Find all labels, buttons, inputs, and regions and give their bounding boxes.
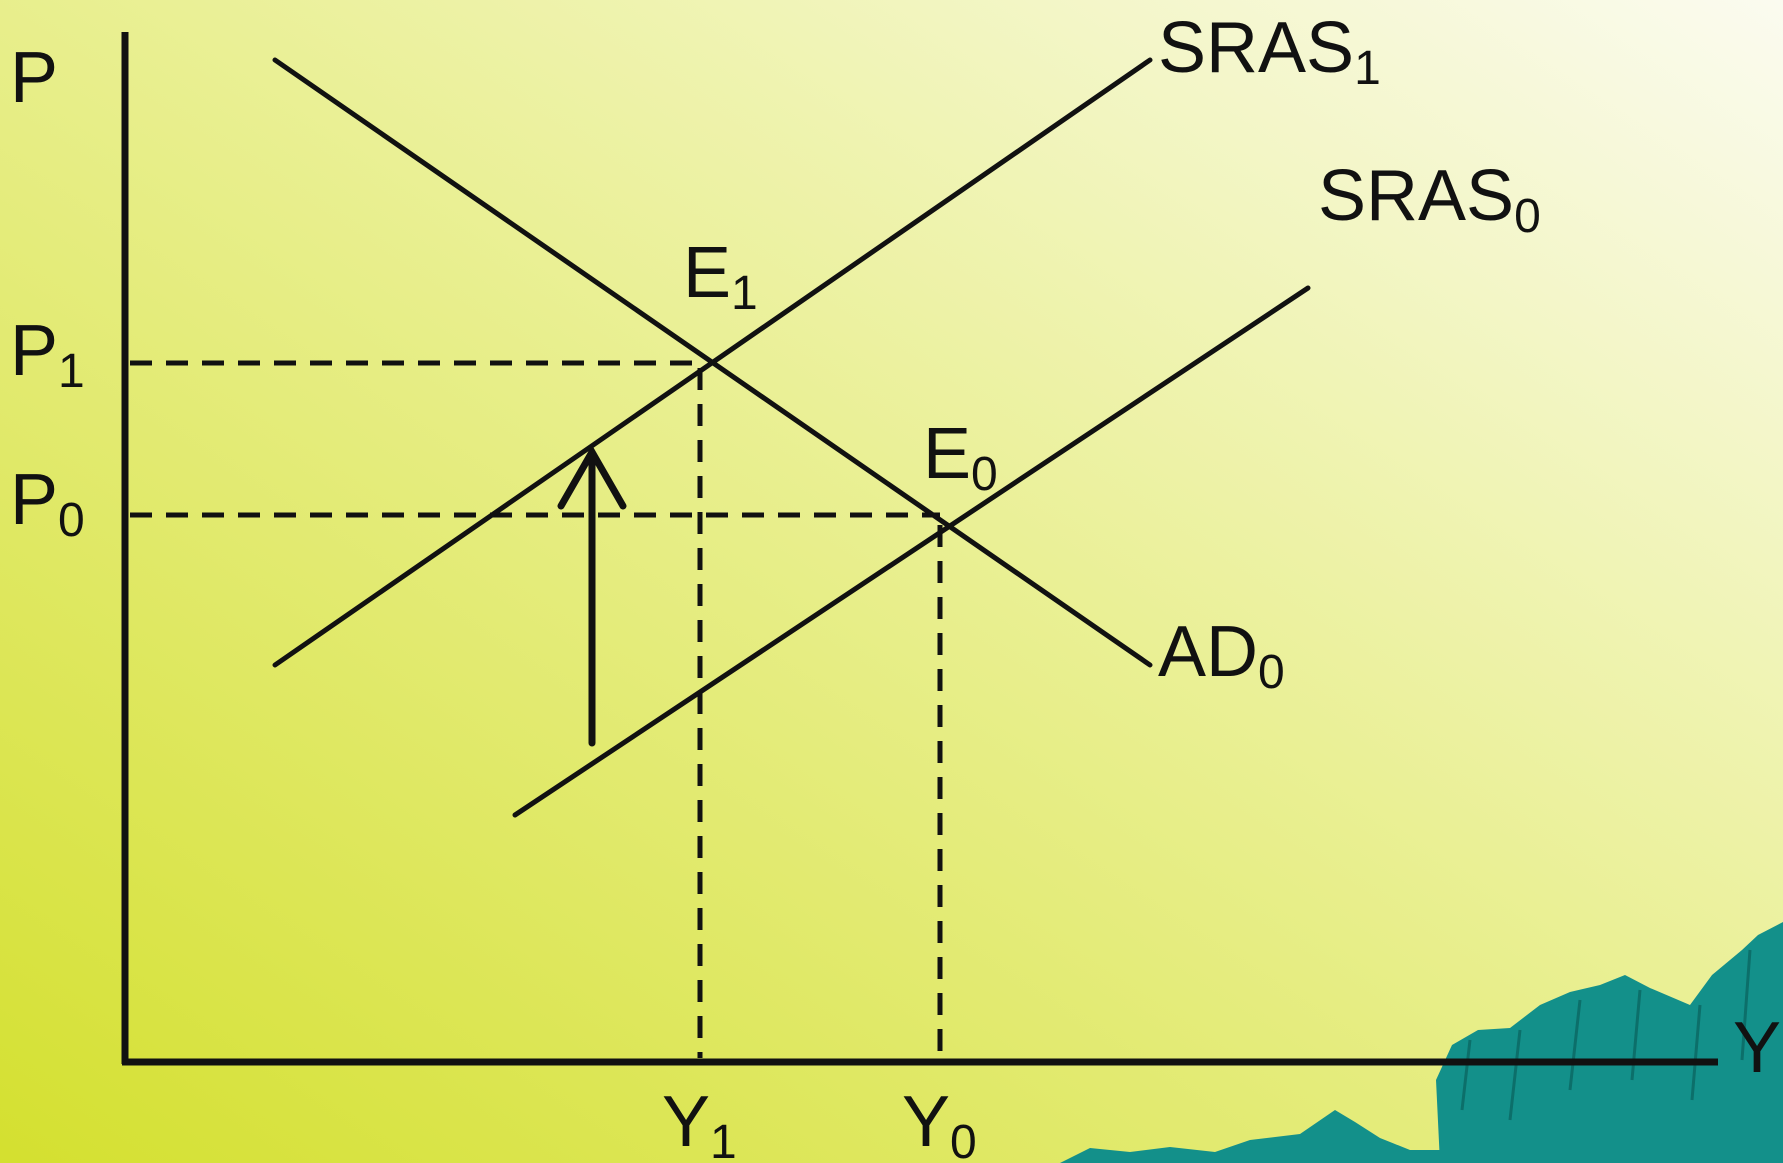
- price-label-p1: P1: [10, 311, 85, 398]
- sras1-label: SRAS1: [1158, 8, 1381, 95]
- ad0-label: AD0: [1158, 612, 1285, 699]
- y-axis-label: P: [10, 38, 58, 118]
- output-label-y0: Y0: [902, 1082, 977, 1163]
- x-axis-label: Y: [1733, 1008, 1781, 1088]
- sras1-curve: [272, 57, 1153, 668]
- equilibrium-label-e1: E1: [683, 233, 758, 320]
- sras0-label: SRAS0: [1318, 156, 1541, 243]
- teal-landscape-icon: [1060, 922, 1783, 1163]
- output-label-y1: Y1: [662, 1082, 737, 1163]
- up-arrow-icon: [557, 444, 627, 747]
- sras0-curve: [512, 285, 1311, 818]
- price-label-p0: P0: [10, 460, 85, 547]
- equilibrium-label-e0: E0: [923, 414, 998, 501]
